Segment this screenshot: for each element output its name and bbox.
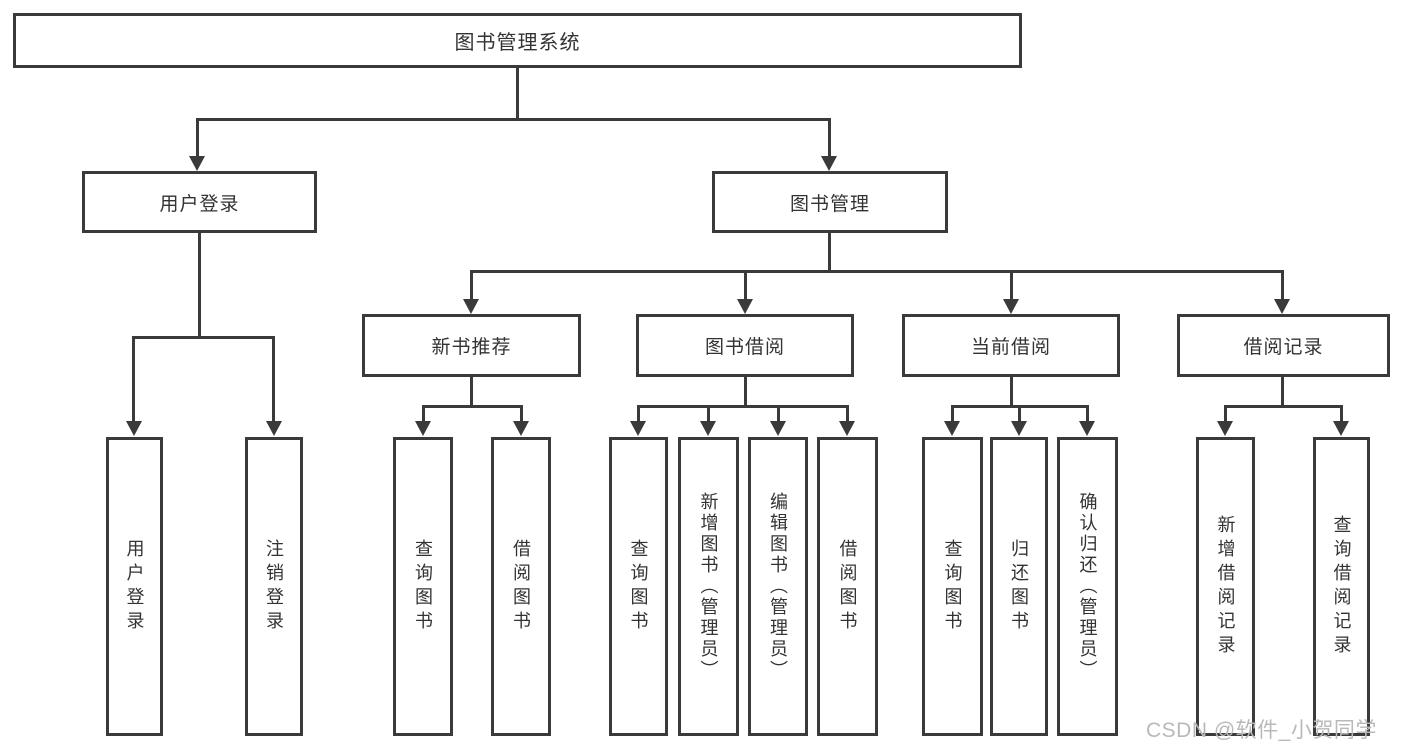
leaf-query-borrow-record-label: 查询借阅记录: [1331, 514, 1352, 659]
leaf-newbook-borrow-books-label: 借阅图书: [511, 538, 531, 635]
arrowhead-down-icon: [944, 421, 960, 436]
leaf-logout: 注销登录: [245, 437, 303, 736]
arrowhead-down-icon: [189, 156, 205, 171]
arrowhead-down-icon: [1003, 299, 1019, 314]
arrowhead-down-icon: [839, 421, 855, 436]
leaf-confirm-return-admin: 确认归还（管理员）: [1057, 437, 1118, 736]
connector-line: [828, 118, 831, 158]
leaf-current-query-books: 查询图书: [922, 437, 983, 736]
node-current-borrow: 当前借阅: [902, 314, 1120, 377]
node-book-borrow: 图书借阅: [636, 314, 854, 377]
leaf-newbook-query-books-label: 查询图书: [413, 538, 433, 635]
arrowhead-down-icon: [1079, 421, 1095, 436]
node-new-book-recommend-label: 新书推荐: [431, 337, 512, 358]
leaf-borrow-query-books-label: 查询图书: [628, 538, 649, 635]
node-book-borrow-label: 图书借阅: [704, 337, 785, 358]
connector-line: [744, 377, 747, 408]
connector-line: [520, 405, 523, 422]
connector-line: [828, 233, 831, 273]
arrowhead-down-icon: [1011, 421, 1027, 436]
connector-line: [1010, 377, 1013, 408]
node-root-label: 图书管理系统: [454, 32, 581, 54]
node-borrow-record-label: 借阅记录: [1243, 337, 1324, 358]
leaf-newbook-borrow-books: 借阅图书: [491, 437, 551, 736]
node-root: 图书管理系统: [13, 13, 1022, 68]
connector-line: [846, 405, 849, 422]
leaf-edit-book-admin: 编辑图书（管理员）: [748, 437, 808, 736]
connector-line: [637, 405, 640, 422]
node-user-login: 用户登录: [82, 171, 317, 233]
leaf-return-books-label: 归还图书: [1009, 538, 1029, 635]
connector-line: [272, 336, 275, 422]
arrowhead-down-icon: [463, 299, 479, 314]
connector-line: [470, 377, 473, 408]
leaf-edit-book-admin-label: 编辑图书（管理员）: [768, 492, 788, 681]
connector-line: [422, 405, 523, 408]
node-new-book-recommend: 新书推荐: [362, 314, 581, 377]
csdn-watermark: CSDN @软件_小贺同学: [1146, 719, 1377, 742]
node-current-borrow-label: 当前借阅: [970, 337, 1051, 358]
arrowhead-down-icon: [1333, 421, 1349, 436]
node-borrow-record: 借阅记录: [1177, 314, 1390, 377]
arrowhead-down-icon: [1274, 299, 1290, 314]
leaf-confirm-return-admin-label: 确认归还（管理员）: [1077, 492, 1098, 681]
arrowhead-down-icon: [630, 421, 646, 436]
leaf-logout-label: 注销登录: [264, 538, 284, 635]
arrowhead-down-icon: [700, 421, 716, 436]
connector-line: [951, 405, 954, 422]
arrowhead-down-icon: [513, 421, 529, 436]
leaf-add-book-admin: 新增图书（管理员）: [678, 437, 739, 736]
leaf-add-book-admin-label: 新增图书（管理员）: [698, 492, 719, 681]
node-book-management-label: 图书管理: [789, 193, 870, 215]
connector-line: [198, 233, 201, 338]
connector-line: [1224, 405, 1343, 408]
connector-line: [1086, 405, 1089, 422]
connector-line: [744, 270, 747, 301]
arrowhead-down-icon: [126, 421, 142, 436]
connector-line: [132, 336, 135, 422]
leaf-return-books: 归还图书: [990, 437, 1048, 736]
leaf-query-borrow-record: 查询借阅记录: [1313, 437, 1370, 736]
leaf-borrow-books: 借阅图书: [817, 437, 878, 736]
node-user-login-label: 用户登录: [159, 193, 240, 215]
arrowhead-down-icon: [737, 299, 753, 314]
connector-line: [470, 270, 1284, 273]
leaf-newbook-query-books: 查询图书: [393, 437, 453, 736]
connector-line: [470, 270, 473, 301]
connector-line: [196, 118, 831, 121]
connector-line: [637, 405, 849, 408]
connector-line: [1281, 270, 1284, 301]
leaf-borrow-query-books: 查询图书: [609, 437, 668, 736]
arrowhead-down-icon: [821, 156, 837, 171]
node-book-management: 图书管理: [712, 171, 948, 233]
connector-line: [422, 405, 425, 422]
connector-line: [1010, 270, 1013, 301]
leaf-borrow-books-label: 借阅图书: [837, 538, 858, 635]
connector-line: [1018, 405, 1021, 422]
connector-line: [707, 405, 710, 422]
connector-line: [1224, 405, 1227, 422]
connector-line: [516, 68, 519, 120]
arrowhead-down-icon: [1217, 421, 1233, 436]
connector-line: [1281, 377, 1284, 408]
leaf-add-borrow-record-label: 新增借阅记录: [1215, 514, 1236, 659]
arrowhead-down-icon: [266, 421, 282, 436]
arrowhead-down-icon: [770, 421, 786, 436]
leaf-user-login-label: 用户登录: [124, 538, 145, 635]
connector-line: [1340, 405, 1343, 422]
connector-line: [132, 336, 275, 339]
connector-line: [777, 405, 780, 422]
leaf-current-query-books-label: 查询图书: [942, 538, 963, 635]
connector-line: [196, 118, 199, 158]
arrowhead-down-icon: [415, 421, 431, 436]
leaf-add-borrow-record: 新增借阅记录: [1196, 437, 1255, 736]
leaf-user-login: 用户登录: [106, 437, 163, 736]
